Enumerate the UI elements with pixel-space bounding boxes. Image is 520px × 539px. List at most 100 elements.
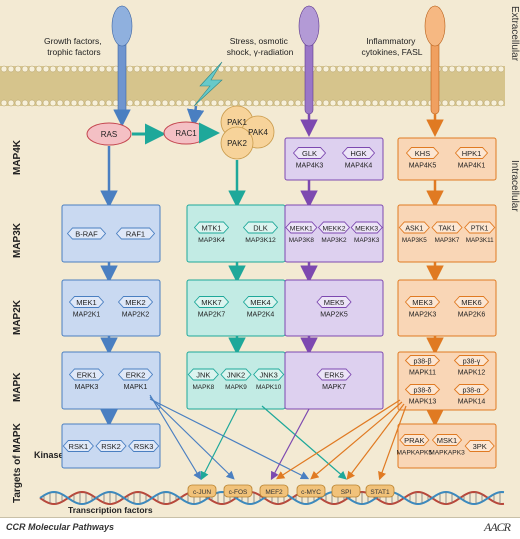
kinase-name: MEKK3 [355,226,378,233]
kinase-name: ERK1 [77,371,97,380]
gene-symbol: MAP3K7 [435,237,460,244]
kinase-name: MEK5 [324,298,344,307]
gene-symbol: MAP2K3 [409,312,437,319]
gene-symbol: MAP2K1 [73,312,101,319]
gene-symbol: MAPK3 [75,384,99,391]
kinase-name: p38-δ [414,388,432,395]
gene-symbol: MAP4K3 [296,163,324,170]
stimulus-stress-line1: Stress, osmotic [230,36,289,46]
gene-symbol: MAPK9 [225,384,247,391]
arrow-p38-stat1 [378,405,407,481]
arrow-p38-spi [346,403,405,480]
kinase-name: PRAK [404,436,424,445]
kinase-name: p38-α [462,388,480,395]
stimulus-growth: Growth factors, trophic factors [44,36,104,57]
kinase-name: MEKK2 [322,226,345,233]
kinase-node [242,296,279,308]
gene-symbol: MAP3K4 [198,237,225,244]
arrow-erk-cjun [149,394,202,481]
kinase-node [68,296,105,308]
tf-node: SPI [331,484,361,498]
kinase-node [404,384,441,395]
kinase-name: HGK [350,149,366,158]
kinase-node [454,147,489,159]
kinase-name: JNK2 [227,371,245,380]
stimulus-stress: Stress, osmotic shock, γ-radiation [227,36,294,57]
gene-symbol: MAP3K11 [466,237,494,244]
tf-label: Transcription factors [68,505,153,515]
kinase-node [317,221,351,234]
kinase-name: DLK [253,224,268,233]
arrow-p38-mef2 [275,399,401,480]
gene-symbol: MAPKAPK3 [429,450,465,457]
kinase-name: KHS [415,149,430,158]
kinase-name: B-RAF [75,230,98,239]
kinase-name: RSK2 [101,442,121,451]
gene-symbol: MAPK7 [322,384,346,391]
pak-cluster: PAK1 PAK4 PAK2 [220,105,275,160]
kinase-name: MEKK1 [290,226,313,233]
tf-node: c-JUN [187,484,217,498]
pak2-label: PAK2 [227,139,247,148]
kinase-node [399,434,430,446]
kinase-node [187,368,219,381]
kinase-name: MTK1 [201,224,221,233]
row-label-map2k: MAP2K [12,299,23,335]
gene-symbol: MAPK14 [458,399,486,406]
kinase-node [453,296,490,308]
kinase-node [68,368,105,381]
pathway-arrows [100,146,444,427]
rac1-label: RAC1 [175,129,197,138]
box-orange-mapk: p38-βMAPK11p38-γMAPK12p38-δMAPK13p38-αMA… [397,351,497,411]
kinase-node [117,368,154,381]
gene-symbol: MAPK8 [192,384,214,391]
tf-name: MEF2 [265,489,283,496]
gene-symbol: MAPK13 [409,399,437,406]
gene-symbol: MAPK12 [458,370,486,377]
stimulus-inflam-line1: Inflammatory [366,36,416,46]
cell-membrane [0,65,505,107]
gene-symbol: MAP2K7 [198,312,226,319]
gene-symbol: MAP2K4 [247,312,275,319]
kinase-name: TAK1 [439,226,456,233]
kinase-name: MEK3 [412,298,432,307]
kinase-name: MEK1 [76,298,96,307]
kinase-node [404,296,441,308]
kinase-node [464,440,495,452]
arrow-erk5-mef2 [270,408,310,481]
kinase-node [193,221,230,234]
receptor-inflam [424,5,446,115]
arrow-bolt-rac1 [186,105,205,127]
tf-arrows [149,394,407,481]
kinase-name: GLK [302,149,317,158]
tf-name: STAT1 [370,489,390,496]
extracellular-label: Extracellular [509,6,520,62]
arrow-jnk-cjun [200,408,238,481]
tf-name: c-JUN [193,489,211,496]
tf-name: c-FOS [229,489,248,496]
kinase-name: p38-β [413,359,431,366]
gene-symbol: MAP4K4 [345,163,373,170]
kinase-node [398,221,430,234]
kinase-name: MEK2 [125,298,145,307]
row-label-map3k: MAP3K [12,222,23,258]
kinase-name: MSK1 [437,436,457,445]
tf-node: c-MYC [296,484,326,498]
stimulus-growth-line1: Growth factors, [44,36,102,46]
kinase-node [285,221,318,234]
row-label-kinases: Kinases [34,450,69,460]
kinase-node [128,440,160,452]
gene-symbol: MAPKAPK5 [397,450,433,457]
kinase-name: MEK4 [250,298,270,307]
kinase-node [453,384,490,395]
box-purple-map4k: GLK MAP4K3 HGK MAP4K4 [284,137,384,181]
kinase-node [95,440,127,452]
